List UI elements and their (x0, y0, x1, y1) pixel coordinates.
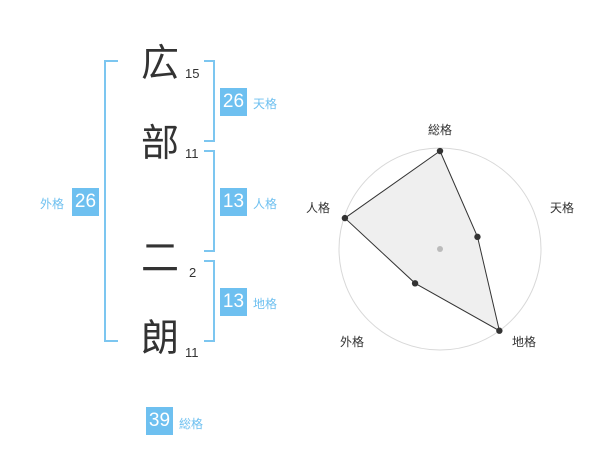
stroke-count-3: 2 (189, 265, 197, 280)
axis-label-tenkaku: 天格 (550, 200, 574, 215)
axis-label-jinkaku: 人格 (306, 200, 330, 215)
radar-center-dot (437, 246, 443, 252)
axis-label-chikaku: 地格 (512, 334, 536, 349)
jinkaku-bracket (204, 150, 215, 252)
stroke-count-4: 11 (185, 345, 199, 360)
radar-point-3 (496, 327, 503, 334)
tenkaku-bracket (204, 60, 215, 142)
gaikaku-value: 26 (72, 188, 99, 216)
tenkaku-label: 天格 (253, 97, 278, 111)
soukaku-label: 総格 (179, 417, 204, 431)
axis-label-gaikaku: 外格 (340, 334, 364, 349)
chikaku-bracket (204, 260, 215, 342)
radar-point-5 (341, 214, 349, 222)
name-char-2: 部 (141, 121, 180, 165)
jinkaku-value: 13 (220, 188, 247, 216)
tenkaku-value: 26 (220, 88, 247, 116)
axis-label-soukaku: 総格 (428, 122, 452, 137)
name-char-3: 二 (141, 236, 180, 280)
name-char-1: 広 (141, 41, 180, 85)
chikaku-label: 地格 (253, 297, 278, 311)
radar-polygon (344, 150, 501, 332)
jinkaku-label: 人格 (253, 197, 278, 211)
radar-point-1 (436, 147, 444, 155)
radar-point-4 (411, 280, 419, 287)
gaikaku-label: 外格 (40, 197, 65, 211)
gaikaku-bracket (104, 60, 118, 342)
stroke-count-1: 15 (185, 66, 200, 81)
stroke-count-2: 11 (185, 146, 199, 161)
soukaku-value: 39 (146, 407, 173, 435)
chikaku-value: 13 (220, 288, 247, 316)
name-char-4: 朗 (141, 316, 180, 360)
radar-point-2 (474, 233, 481, 241)
